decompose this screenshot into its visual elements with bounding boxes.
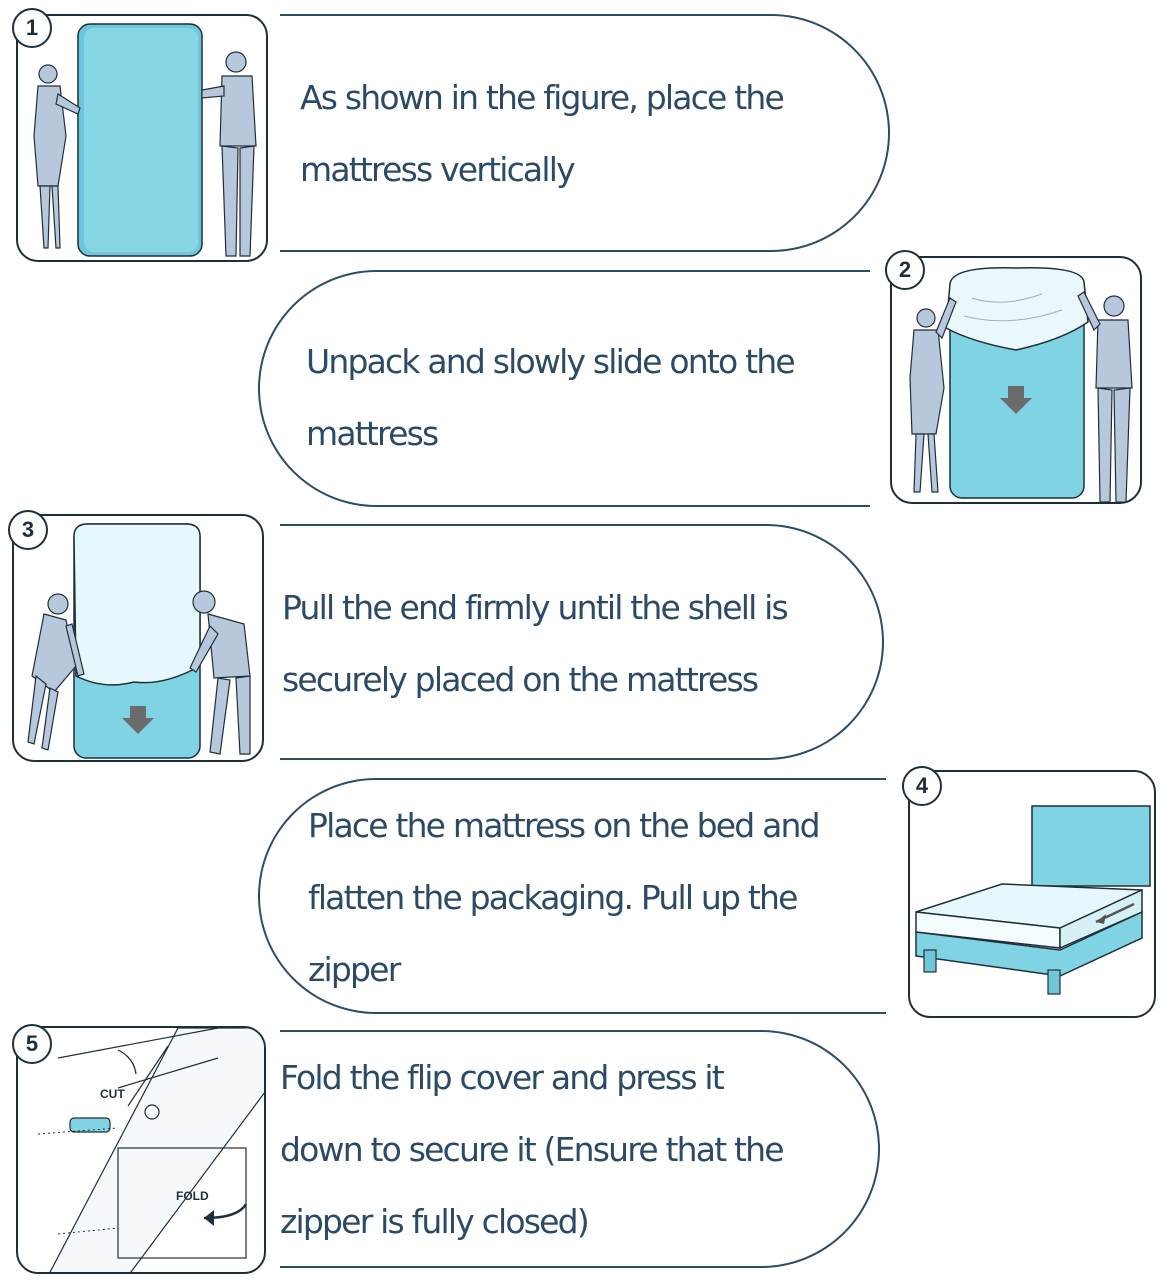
- step-number-badge: 3: [8, 510, 48, 550]
- person-man-icon: [1077, 291, 1133, 502]
- caption-line: securely placed on the mattress: [282, 660, 759, 699]
- step-2-caption-bubble: [258, 270, 870, 507]
- caption-line: Pull the end firmly until the shell is: [282, 588, 789, 627]
- step-2-illustration: [890, 256, 1142, 504]
- caption-line: down to secure it (Ensure that the: [280, 1130, 785, 1169]
- fold-label: FOLD: [176, 1189, 209, 1203]
- step-number-badge: 1: [12, 8, 52, 48]
- step-4-illustration: [908, 770, 1156, 1018]
- step-1-caption: As shown in the figure, place the mattre…: [300, 62, 785, 206]
- step-3-illustration: [12, 514, 264, 762]
- step-4-caption: Place the mattress on the bed and flatte…: [308, 790, 821, 1006]
- step-2-caption: Unpack and slowly slide onto the mattres…: [306, 326, 796, 470]
- step-1-illustration: [16, 14, 268, 262]
- step-number-badge: 4: [902, 766, 942, 806]
- step-5-caption-bubble: [280, 1030, 880, 1268]
- step-number-badge: 5: [12, 1024, 52, 1064]
- caption-line: Fold the flip cover and press it: [280, 1058, 725, 1097]
- caption-line: Place the mattress on the bed and: [308, 806, 821, 845]
- person-man-icon: [201, 51, 257, 257]
- step-number-badge: 2: [885, 250, 925, 290]
- step-5-caption: Fold the flip cover and press it down to…: [280, 1042, 785, 1258]
- caption-line: mattress vertically: [300, 150, 576, 189]
- down-arrow-icon: [122, 706, 154, 734]
- step-5-illustration: CUT FOLD: [16, 1026, 266, 1274]
- person-woman-icon: [909, 297, 957, 493]
- caption-line: Unpack and slowly slide onto the: [306, 342, 796, 381]
- down-arrow-icon: [1000, 386, 1032, 414]
- cut-label: CUT: [100, 1087, 125, 1101]
- step-3-caption: Pull the end firmly until the shell is s…: [282, 572, 789, 716]
- caption-line: zipper: [308, 950, 401, 989]
- caption-line: zipper is fully closed): [280, 1202, 590, 1241]
- person-man-icon: [189, 590, 251, 755]
- step-4-caption-bubble: [258, 778, 886, 1014]
- person-woman-icon: [27, 593, 85, 751]
- caption-line: mattress: [306, 414, 439, 453]
- caption-line: flatten the packaging. Pull up the: [308, 878, 798, 917]
- caption-line: As shown in the figure, place the: [300, 78, 785, 117]
- step-3-caption-bubble: [280, 524, 884, 760]
- step-1-caption-bubble: [280, 14, 890, 252]
- person-woman-icon: [33, 64, 81, 249]
